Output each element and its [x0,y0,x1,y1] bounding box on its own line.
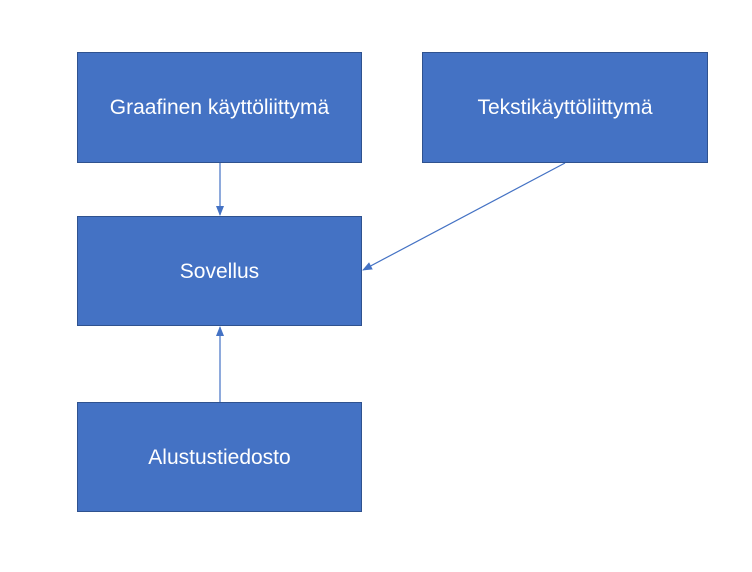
node-init-file: Alustustiedosto [77,402,362,512]
node-application: Sovellus [77,216,362,326]
node-graphical-ui: Graafinen käyttöliittymä [77,52,362,163]
node-graphical-ui-label: Graafinen käyttöliittymä [109,96,330,119]
node-text-ui: Tekstikäyttöliittymä [422,52,708,163]
node-init-file-label: Alustustiedosto [148,445,291,469]
node-application-label: Sovellus [179,259,260,283]
edge-tui-to-app [362,162,566,271]
node-text-ui-label: Tekstikäyttöliittymä [477,96,653,119]
